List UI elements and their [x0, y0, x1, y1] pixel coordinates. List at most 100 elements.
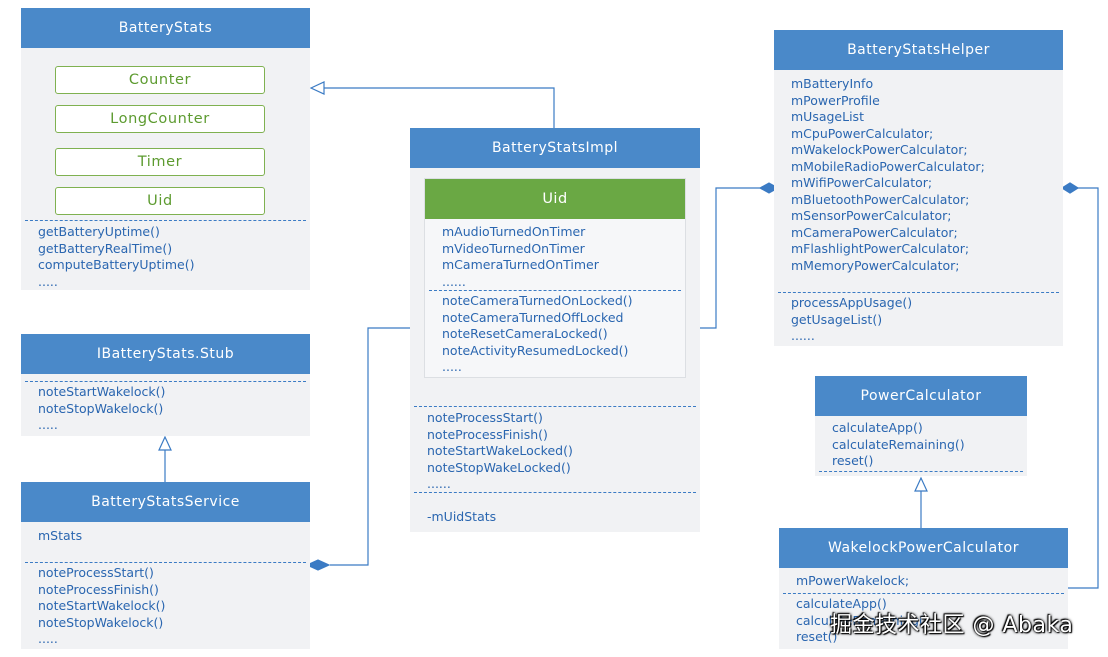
inheritance-arrow-batterystats: [309, 81, 325, 95]
divider: [819, 470, 1023, 472]
battery-service-class: BatteryStatsService mStats noteProcessSt…: [21, 482, 310, 649]
impl-to-helper-connector: [700, 187, 760, 329]
method-list: calculateApp() calculateRemaining() rese…: [815, 416, 1027, 470]
method: computeBatteryUptime(): [38, 257, 195, 272]
field-list: -mUidStats: [410, 506, 496, 526]
method-list: processAppUsage() getUsageList() ......: [774, 293, 1063, 345]
method: calculateRemaining(): [832, 436, 965, 452]
field-list: mStats: [21, 522, 310, 562]
uid-header: Uid: [425, 179, 685, 219]
method: getBatteryUptime(): [38, 224, 160, 239]
battery-stats-header: BatteryStats: [21, 8, 310, 48]
method-list: calculateApp() calculateRemaining() rese…: [779, 594, 1068, 646]
field: mCameraTurnedOnTimer: [442, 257, 599, 272]
wakelock-calculator-header: WakelockPowerCalculator: [779, 528, 1068, 568]
power-calculator-header: PowerCalculator: [815, 376, 1027, 416]
field: mStats: [38, 528, 83, 543]
method: noteActivityResumedLocked(): [442, 342, 629, 358]
field: mBatteryInfo: [791, 76, 874, 91]
field: mWakelockPowerCalculator;: [791, 142, 968, 157]
method: .....: [38, 417, 58, 432]
ibattery-stub-class: IBatteryStats.Stub noteStartWakelock() n…: [21, 334, 310, 436]
inner-class-longcounter: LongCounter: [55, 105, 265, 133]
class-title: BatteryStatsService: [91, 494, 240, 510]
field: mSensorPowerCalculator;: [791, 208, 952, 223]
inheritance-arrow-power: [914, 476, 928, 492]
method: noteProcessFinish(): [38, 581, 159, 597]
battery-helper-class: BatteryStatsHelper mBatteryInfo mPowerPr…: [774, 30, 1063, 346]
method: noteProcessStart(): [427, 410, 543, 425]
field: mPowerProfile: [791, 92, 880, 108]
field: mVideoTurnedOnTimer: [442, 240, 585, 256]
method-list: getBatteryUptime() getBatteryRealTime() …: [21, 220, 195, 290]
method: noteStopWakelock(): [38, 614, 164, 630]
battery-impl-class: BatteryStatsImpl Uid mAudioTurnedOnTimer…: [410, 128, 700, 532]
class-title: Uid: [542, 191, 568, 207]
wakelock-calculator-class: WakelockPowerCalculator mPowerWakelock; …: [779, 528, 1068, 649]
power-calculator-class: PowerCalculator calculateApp() calculate…: [815, 376, 1027, 476]
method: ......: [791, 328, 815, 343]
method: noteStartWakelock(): [38, 598, 166, 613]
uid-inner-class: Uid mAudioTurnedOnTimer mVideoTurnedOnTi…: [424, 178, 686, 378]
method: .....: [442, 359, 462, 374]
method: processAppUsage(): [791, 295, 913, 310]
method: noteStartWakelock(): [38, 384, 166, 399]
field: mCpuPowerCalculator;: [791, 125, 934, 141]
method: .....: [38, 631, 58, 646]
field: mFlashlightPowerCalculator;: [791, 241, 970, 256]
helper-to-wakelock-connector: [1068, 187, 1099, 589]
class-title: BatteryStatsImpl: [491, 140, 619, 156]
field-list: mPowerWakelock;: [779, 568, 1068, 593]
field: mPowerWakelock;: [796, 573, 910, 588]
method-list: noteProcessStart() noteProcessFinish() n…: [410, 406, 573, 493]
aggregation-diamond-service: [305, 559, 331, 571]
watermark-text: 掘金技术社区 @ Abaka: [830, 613, 1074, 638]
divider: [25, 220, 306, 221]
method: reset(): [796, 629, 838, 644]
inner-class-counter: Counter: [55, 66, 265, 94]
field: mUsageList: [791, 109, 864, 124]
divider: [783, 593, 1064, 594]
method: noteStopWakelock(): [38, 400, 164, 416]
divider: [414, 406, 696, 407]
class-title: BatteryStats: [118, 20, 213, 36]
method: .....: [38, 273, 58, 289]
method: noteCameraTurnedOnLocked(): [442, 293, 633, 308]
battery-helper-header: BatteryStatsHelper: [774, 30, 1063, 70]
method-list: noteProcessStart() noteProcessFinish() n…: [21, 563, 310, 648]
divider: [25, 562, 306, 563]
method: calculateApp(): [832, 420, 923, 435]
field: mAudioTurnedOnTimer: [442, 224, 586, 239]
method: noteProcessStart(): [38, 565, 154, 580]
method: reset(): [832, 453, 874, 468]
service-to-impl-connector: [330, 327, 410, 566]
field-list: mBatteryInfo mPowerProfile mUsageList mC…: [774, 70, 1063, 292]
method-list: noteCameraTurnedOnLocked() noteCameraTur…: [425, 291, 685, 376]
ibattery-stub-header: IBatteryStats.Stub: [21, 334, 310, 374]
divider: [429, 290, 681, 291]
divider: [414, 492, 696, 493]
method-list: noteStartWakelock() noteStopWakelock() .…: [21, 382, 310, 434]
method: noteStartWakeLocked(): [427, 443, 573, 458]
class-title: PowerCalculator: [860, 388, 982, 404]
method: noteProcessFinish(): [427, 426, 548, 442]
method: ......: [427, 476, 451, 491]
method: getUsageList(): [791, 311, 883, 327]
inner-class-uid: Uid: [55, 187, 265, 215]
method: noteStopWakeLocked(): [427, 459, 571, 475]
method: calculateApp(): [796, 596, 887, 611]
field: mCameraPowerCalculator;: [791, 224, 958, 240]
inner-class-timer: Timer: [55, 148, 265, 176]
aggregation-diamond-helper-right: [1060, 182, 1080, 194]
battery-impl-header: BatteryStatsImpl: [410, 128, 700, 168]
method: getBatteryRealTime(): [38, 240, 173, 256]
field: mWifiPowerCalculator;: [791, 175, 933, 190]
inheritance-arrow-stub: [158, 435, 172, 451]
class-title: IBatteryStats.Stub: [96, 346, 235, 362]
battery-stats-class: BatteryStats Counter LongCounter Timer U…: [21, 8, 310, 290]
battery-service-header: BatteryStatsService: [21, 482, 310, 522]
field-list: mAudioTurnedOnTimer mVideoTurnedOnTimer …: [425, 219, 685, 290]
impl-extends-batterystats-connector: [323, 87, 555, 128]
class-title: WakelockPowerCalculator: [828, 540, 1019, 556]
method: noteResetCameraLocked(): [442, 326, 608, 341]
